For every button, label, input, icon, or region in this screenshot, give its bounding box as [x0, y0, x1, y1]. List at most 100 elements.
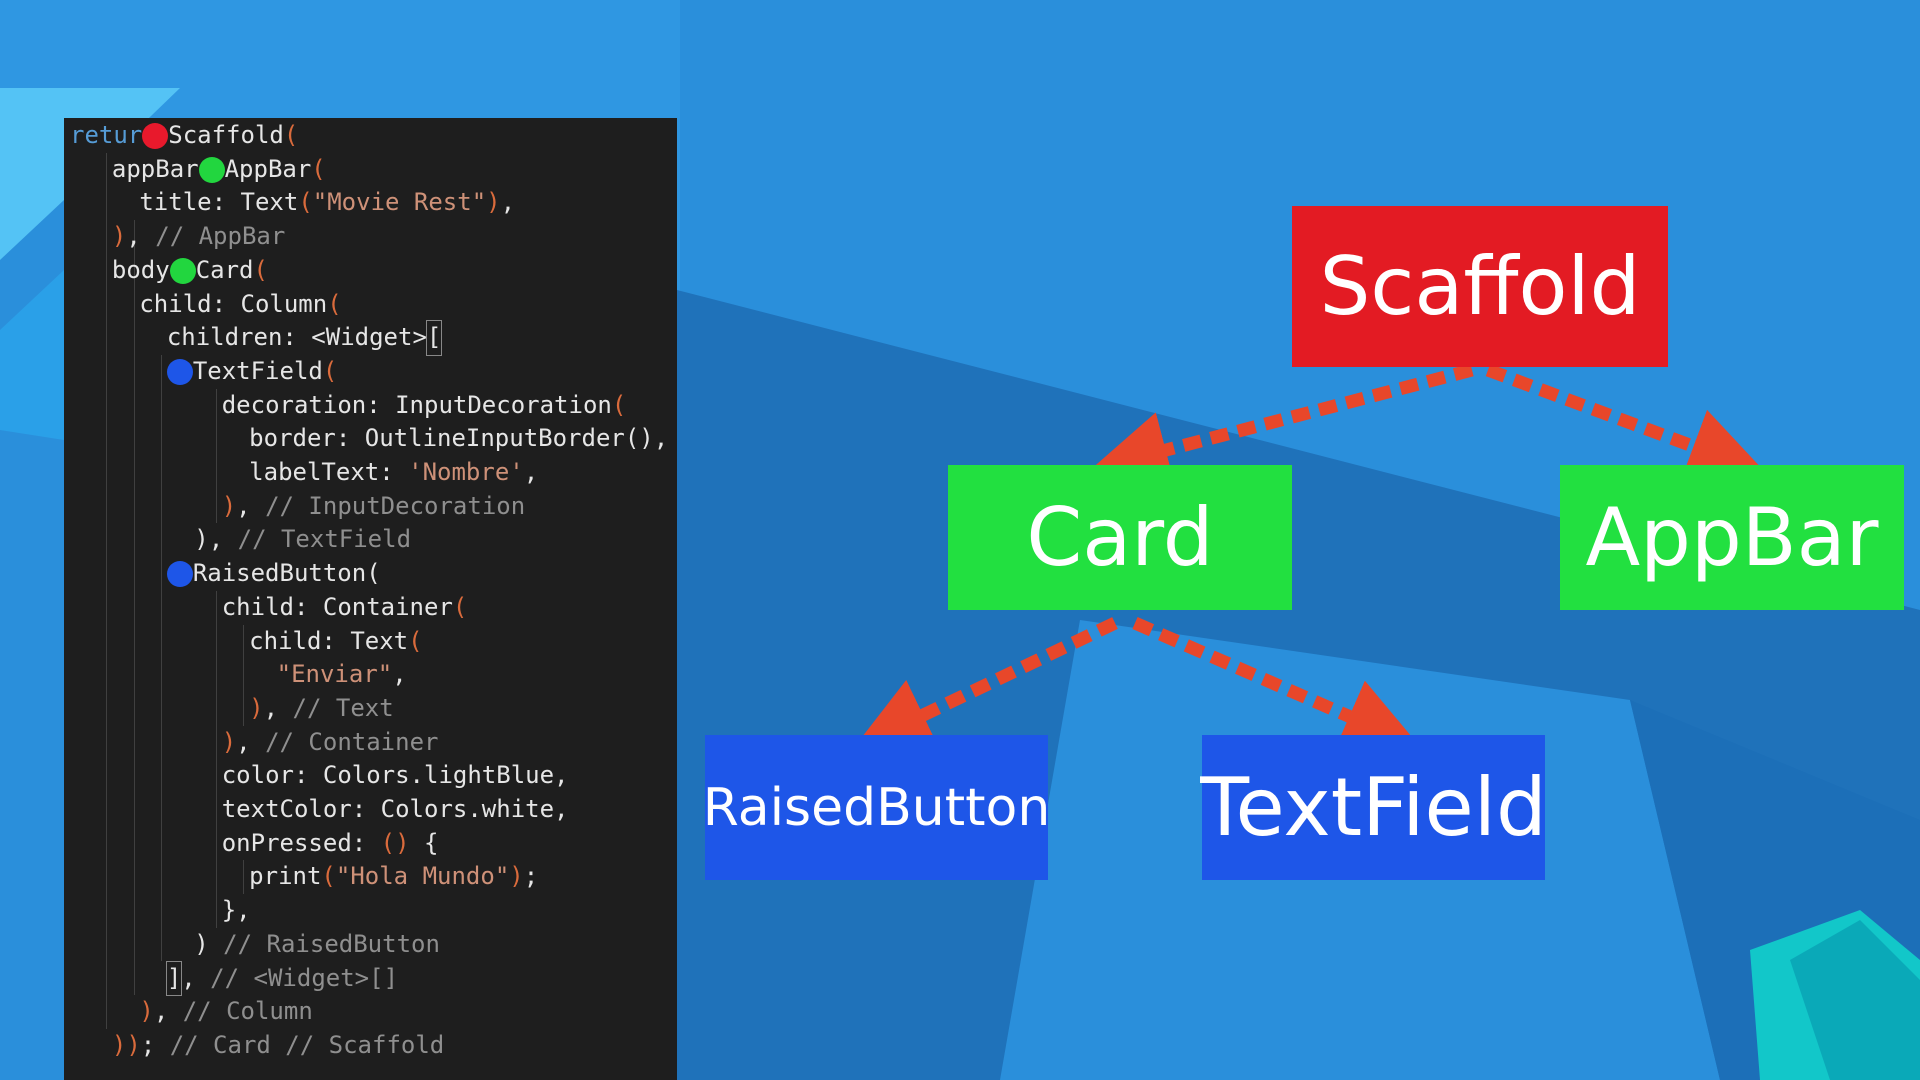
- code-token: retur: [70, 121, 143, 149]
- code-token: ,: [153, 997, 183, 1026]
- code-token: [: [425, 320, 443, 356]
- code-token: ): [509, 862, 524, 891]
- code-token: ,: [263, 693, 293, 722]
- code-token: ): [486, 188, 501, 217]
- node-label: RaisedButton: [702, 777, 1051, 838]
- code-line: textColor: Colors.white,: [222, 793, 569, 827]
- indent-guide: [106, 152, 108, 1029]
- code-token: title: Text: [139, 188, 299, 217]
- code-token: // Column: [182, 997, 313, 1026]
- code-line: ), // Container: [222, 726, 439, 760]
- code-token: )): [111, 1030, 141, 1059]
- code-line: border: OutlineInputBorder(),: [249, 422, 668, 456]
- code-token: (: [408, 626, 423, 655]
- code-token: ;: [523, 862, 539, 891]
- code-token: border: OutlineInputBorder(),: [249, 424, 669, 453]
- code-line: child: Text(: [249, 625, 422, 659]
- code-line: ), // Text: [249, 692, 394, 726]
- code-line: body Card(: [112, 254, 268, 288]
- code-token: "Enviar": [276, 660, 393, 689]
- node-label: TextField: [1200, 761, 1547, 854]
- code-token: (: [611, 390, 627, 419]
- code-line: "Enviar",: [277, 658, 407, 692]
- code-token: (: [321, 862, 336, 891]
- code-token: body: [111, 255, 170, 284]
- arrow-scaffold-to-card: [1090, 363, 1474, 488]
- code-token: ,: [236, 727, 266, 756]
- indent-guide: [133, 220, 135, 996]
- code-token: ,: [126, 222, 156, 251]
- code-line: ) // RaisedButton: [194, 928, 440, 962]
- code-line: retur Scaffold(: [70, 119, 298, 153]
- code-token: // TextField: [237, 525, 412, 554]
- code-token: child: Column: [139, 289, 328, 318]
- code-token: "Hola Mundo": [335, 862, 510, 891]
- indent-guide: [215, 388, 217, 524]
- blue-marker-dot: [166, 560, 193, 587]
- node-appbar: AppBar: [1560, 465, 1904, 610]
- code-token: "Movie Rest": [312, 188, 487, 217]
- code-token: (: [452, 592, 468, 621]
- code-token: ): [194, 929, 224, 958]
- code-token: ): [249, 693, 264, 722]
- code-token: ): [221, 727, 237, 756]
- code-token: // InputDecoration: [265, 491, 526, 520]
- code-token: Card: [195, 255, 254, 284]
- arrow-card-to-textfield: [1132, 617, 1421, 753]
- code-line: title: Text("Movie Rest"),: [139, 186, 515, 220]
- node-textfield: TextField: [1200, 735, 1547, 880]
- code-token: (: [327, 289, 342, 318]
- arrow-scaffold-to-appbar: [1485, 363, 1767, 483]
- code-token: decoration: InputDecoration: [221, 390, 612, 419]
- code-token: },: [221, 896, 251, 925]
- code-line: ), // AppBar: [112, 220, 285, 254]
- code-line: },: [222, 894, 251, 928]
- code-token: (: [283, 121, 299, 149]
- code-token: child: Text: [249, 626, 409, 655]
- code-token: ,: [236, 491, 266, 520]
- node-scaffold: Scaffold: [1292, 206, 1668, 367]
- code-line: labelText: 'Nombre',: [249, 456, 538, 490]
- code-token: // RaisedButton: [223, 929, 440, 958]
- indent-guide: [243, 624, 245, 726]
- code-line: ], // <Widget>[]: [165, 960, 399, 997]
- code-token: print: [249, 862, 322, 891]
- code-line: onPressed: () {: [222, 827, 439, 861]
- code-token: color: Colors.lightBlue,: [221, 761, 569, 790]
- code-token: RaisedButton(: [192, 559, 381, 588]
- code-token: textColor: Colors.white,: [221, 795, 569, 823]
- code-token: // Text: [292, 693, 394, 722]
- code-line: child: Container(: [222, 591, 468, 625]
- code-line: )); // Card // Scaffold: [112, 1029, 444, 1063]
- code-token: (: [298, 188, 313, 217]
- code-token: ): [221, 491, 237, 520]
- code-token: (: [253, 255, 268, 284]
- code-token: labelText:: [249, 458, 409, 486]
- indent-guide: [161, 354, 163, 962]
- code-line: TextField(: [166, 355, 338, 389]
- code-token: // <Widget>[]: [210, 963, 399, 992]
- code-line: children: <Widget>[: [167, 320, 443, 356]
- indent-guide: [243, 860, 245, 895]
- code-token: onPressed:: [221, 828, 381, 857]
- code-token: // Container: [265, 727, 439, 756]
- arrow-card-to-raisedbutton: [852, 617, 1118, 751]
- blue-marker-dot: [166, 358, 193, 385]
- node-label: Card: [1026, 491, 1214, 584]
- red-marker-dot: [142, 122, 169, 149]
- code-line: child: Column(: [139, 288, 341, 322]
- green-marker-dot: [169, 257, 196, 284]
- code-token: ,: [500, 188, 516, 217]
- green-marker-dot: [198, 156, 225, 183]
- code-token: (: [322, 356, 338, 385]
- code-token: ): [139, 997, 154, 1026]
- code-token: ]: [165, 960, 183, 997]
- code-token: ): [111, 222, 127, 251]
- code-token: Scaffold: [168, 121, 284, 149]
- code-token: TextField: [192, 356, 323, 385]
- code-token: (): [380, 828, 410, 857]
- code-token: // AppBar: [155, 222, 286, 251]
